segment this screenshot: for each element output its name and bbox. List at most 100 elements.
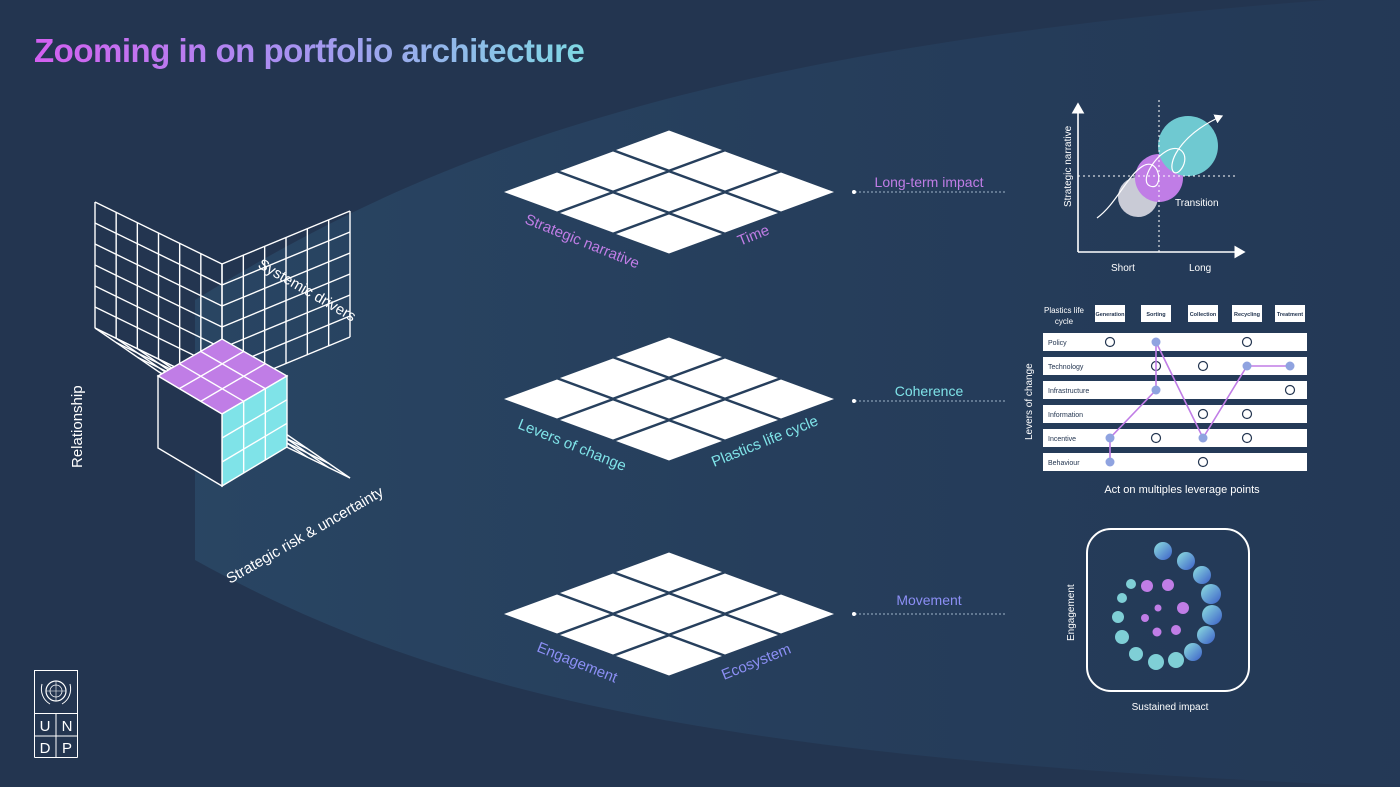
connector-coherence: Coherence <box>852 383 1005 403</box>
logo-letter-d: D <box>40 740 51 757</box>
layer-tile <box>616 421 722 461</box>
matrix-y-label: Levers of change <box>1024 363 1035 440</box>
matrix-marks <box>1104 336 1296 468</box>
matrix-column-label: Recycling <box>1234 312 1260 318</box>
layer-tile <box>560 151 666 191</box>
matrix-column-label: Generation <box>1095 312 1125 318</box>
layer-2-grid <box>504 337 834 461</box>
matrix-corner-label-2: cycle <box>1055 317 1074 326</box>
layer-tile <box>672 615 778 655</box>
quadrant-x-long: Long <box>1189 263 1211 274</box>
matrix-hollow-mark <box>1241 408 1253 420</box>
layer-tile <box>672 400 778 440</box>
engagement-dot <box>1197 626 1215 644</box>
layer-tile <box>560 358 666 398</box>
layer-tile <box>560 193 666 233</box>
layer-tile <box>616 337 722 377</box>
matrix-row-label: Infrastructure <box>1048 388 1089 395</box>
matrix-hollow-mark <box>1197 408 1209 420</box>
layer-tile <box>728 594 834 634</box>
engagement-spiral <box>1112 542 1222 670</box>
matrix-hollow-mark <box>1104 336 1116 348</box>
engagement-dot <box>1168 652 1184 668</box>
matrix-caption: Act on multiples leverage points <box>1104 484 1260 496</box>
matrix-row <box>1043 381 1307 399</box>
layer-tile <box>672 573 778 613</box>
engagement-dot <box>1115 630 1129 644</box>
matrix-row <box>1043 453 1307 471</box>
matrix-hollow-mark <box>1241 336 1253 348</box>
connector-movement: Movement <box>852 592 1005 616</box>
layer-tile <box>672 151 778 191</box>
cube-axis-relationship: Relationship <box>69 385 86 468</box>
matrix-column-header <box>1141 305 1171 322</box>
layer-tile <box>560 615 666 655</box>
un-emblem-icon: U N D P <box>34 670 78 758</box>
engagement-dot <box>1171 625 1181 635</box>
engagement-dot <box>1154 604 1162 612</box>
matrix-column-header <box>1188 305 1218 322</box>
matrix-hollow-mark <box>1150 432 1162 444</box>
layer-tile <box>728 172 834 212</box>
layer-tile <box>616 552 722 592</box>
matrix-row-label: Policy <box>1048 340 1067 347</box>
layer-tile <box>616 636 722 676</box>
connector-coherence-label: Coherence <box>895 383 964 399</box>
matrix-column-header <box>1232 305 1262 322</box>
engagement-dot <box>1117 593 1127 603</box>
page-title: Zooming in on portfolio architecture <box>34 32 585 69</box>
engagement-dot <box>1112 611 1124 623</box>
matrix-row-label: Technology <box>1048 364 1084 371</box>
matrix-path-dot <box>1105 433 1115 443</box>
engagement-dot <box>1193 566 1211 584</box>
cube-inner-block <box>156 338 289 488</box>
matrix-row <box>1043 357 1307 375</box>
engagement-dot <box>1148 654 1164 670</box>
layer-tile <box>616 214 722 254</box>
layer-tiles <box>504 130 834 676</box>
layer-3-grid <box>504 552 834 676</box>
matrix-column-header <box>1275 305 1305 322</box>
engagement-dot <box>1126 579 1136 589</box>
quadrant-x-short: Short <box>1111 263 1135 274</box>
engagement-dot <box>1177 602 1189 614</box>
layer-tile <box>672 193 778 233</box>
matrix-path-dot <box>1198 433 1208 443</box>
transition-curve <box>1096 114 1224 219</box>
engagement-dot <box>1162 579 1174 591</box>
logo-letter-u: U <box>40 718 51 735</box>
connector-long-term: Long-term impact <box>852 174 1005 194</box>
matrix-path-dot <box>1105 457 1115 467</box>
layer-tile <box>504 594 610 634</box>
layer-tile <box>560 400 666 440</box>
matrix-path-dot <box>1285 361 1295 371</box>
matrix-hollow-mark <box>1197 456 1209 468</box>
engagement-dot <box>1154 542 1172 560</box>
engagement-y-label: Engagement <box>1066 584 1077 641</box>
layer-tile <box>672 358 778 398</box>
engagement-dot <box>1184 643 1202 661</box>
logo-letter-p: P <box>62 740 72 757</box>
matrix-row-label: Incentive <box>1048 436 1076 443</box>
matrix-column-header <box>1095 305 1125 322</box>
matrix-row-label: Behaviour <box>1048 460 1080 467</box>
matrix-column-label: Collection <box>1190 312 1217 318</box>
quadrant-y-label: Strategic narrative <box>1063 125 1074 207</box>
matrix-row-label: Information <box>1048 412 1083 419</box>
matrix-column-label: Treatment <box>1277 312 1303 318</box>
layer-tile <box>616 172 722 212</box>
layer-tile <box>560 573 666 613</box>
engagement-dot <box>1201 584 1221 604</box>
matrix-row <box>1043 429 1307 447</box>
matrix-path-dot <box>1151 337 1161 347</box>
connector-long-term-label: Long-term impact <box>875 174 984 190</box>
connector-movement-label: Movement <box>896 592 961 608</box>
matrix-corner-label-1: Plastics life <box>1044 306 1085 315</box>
undp-logo: U N D P <box>34 670 78 763</box>
layer-tile <box>504 379 610 419</box>
